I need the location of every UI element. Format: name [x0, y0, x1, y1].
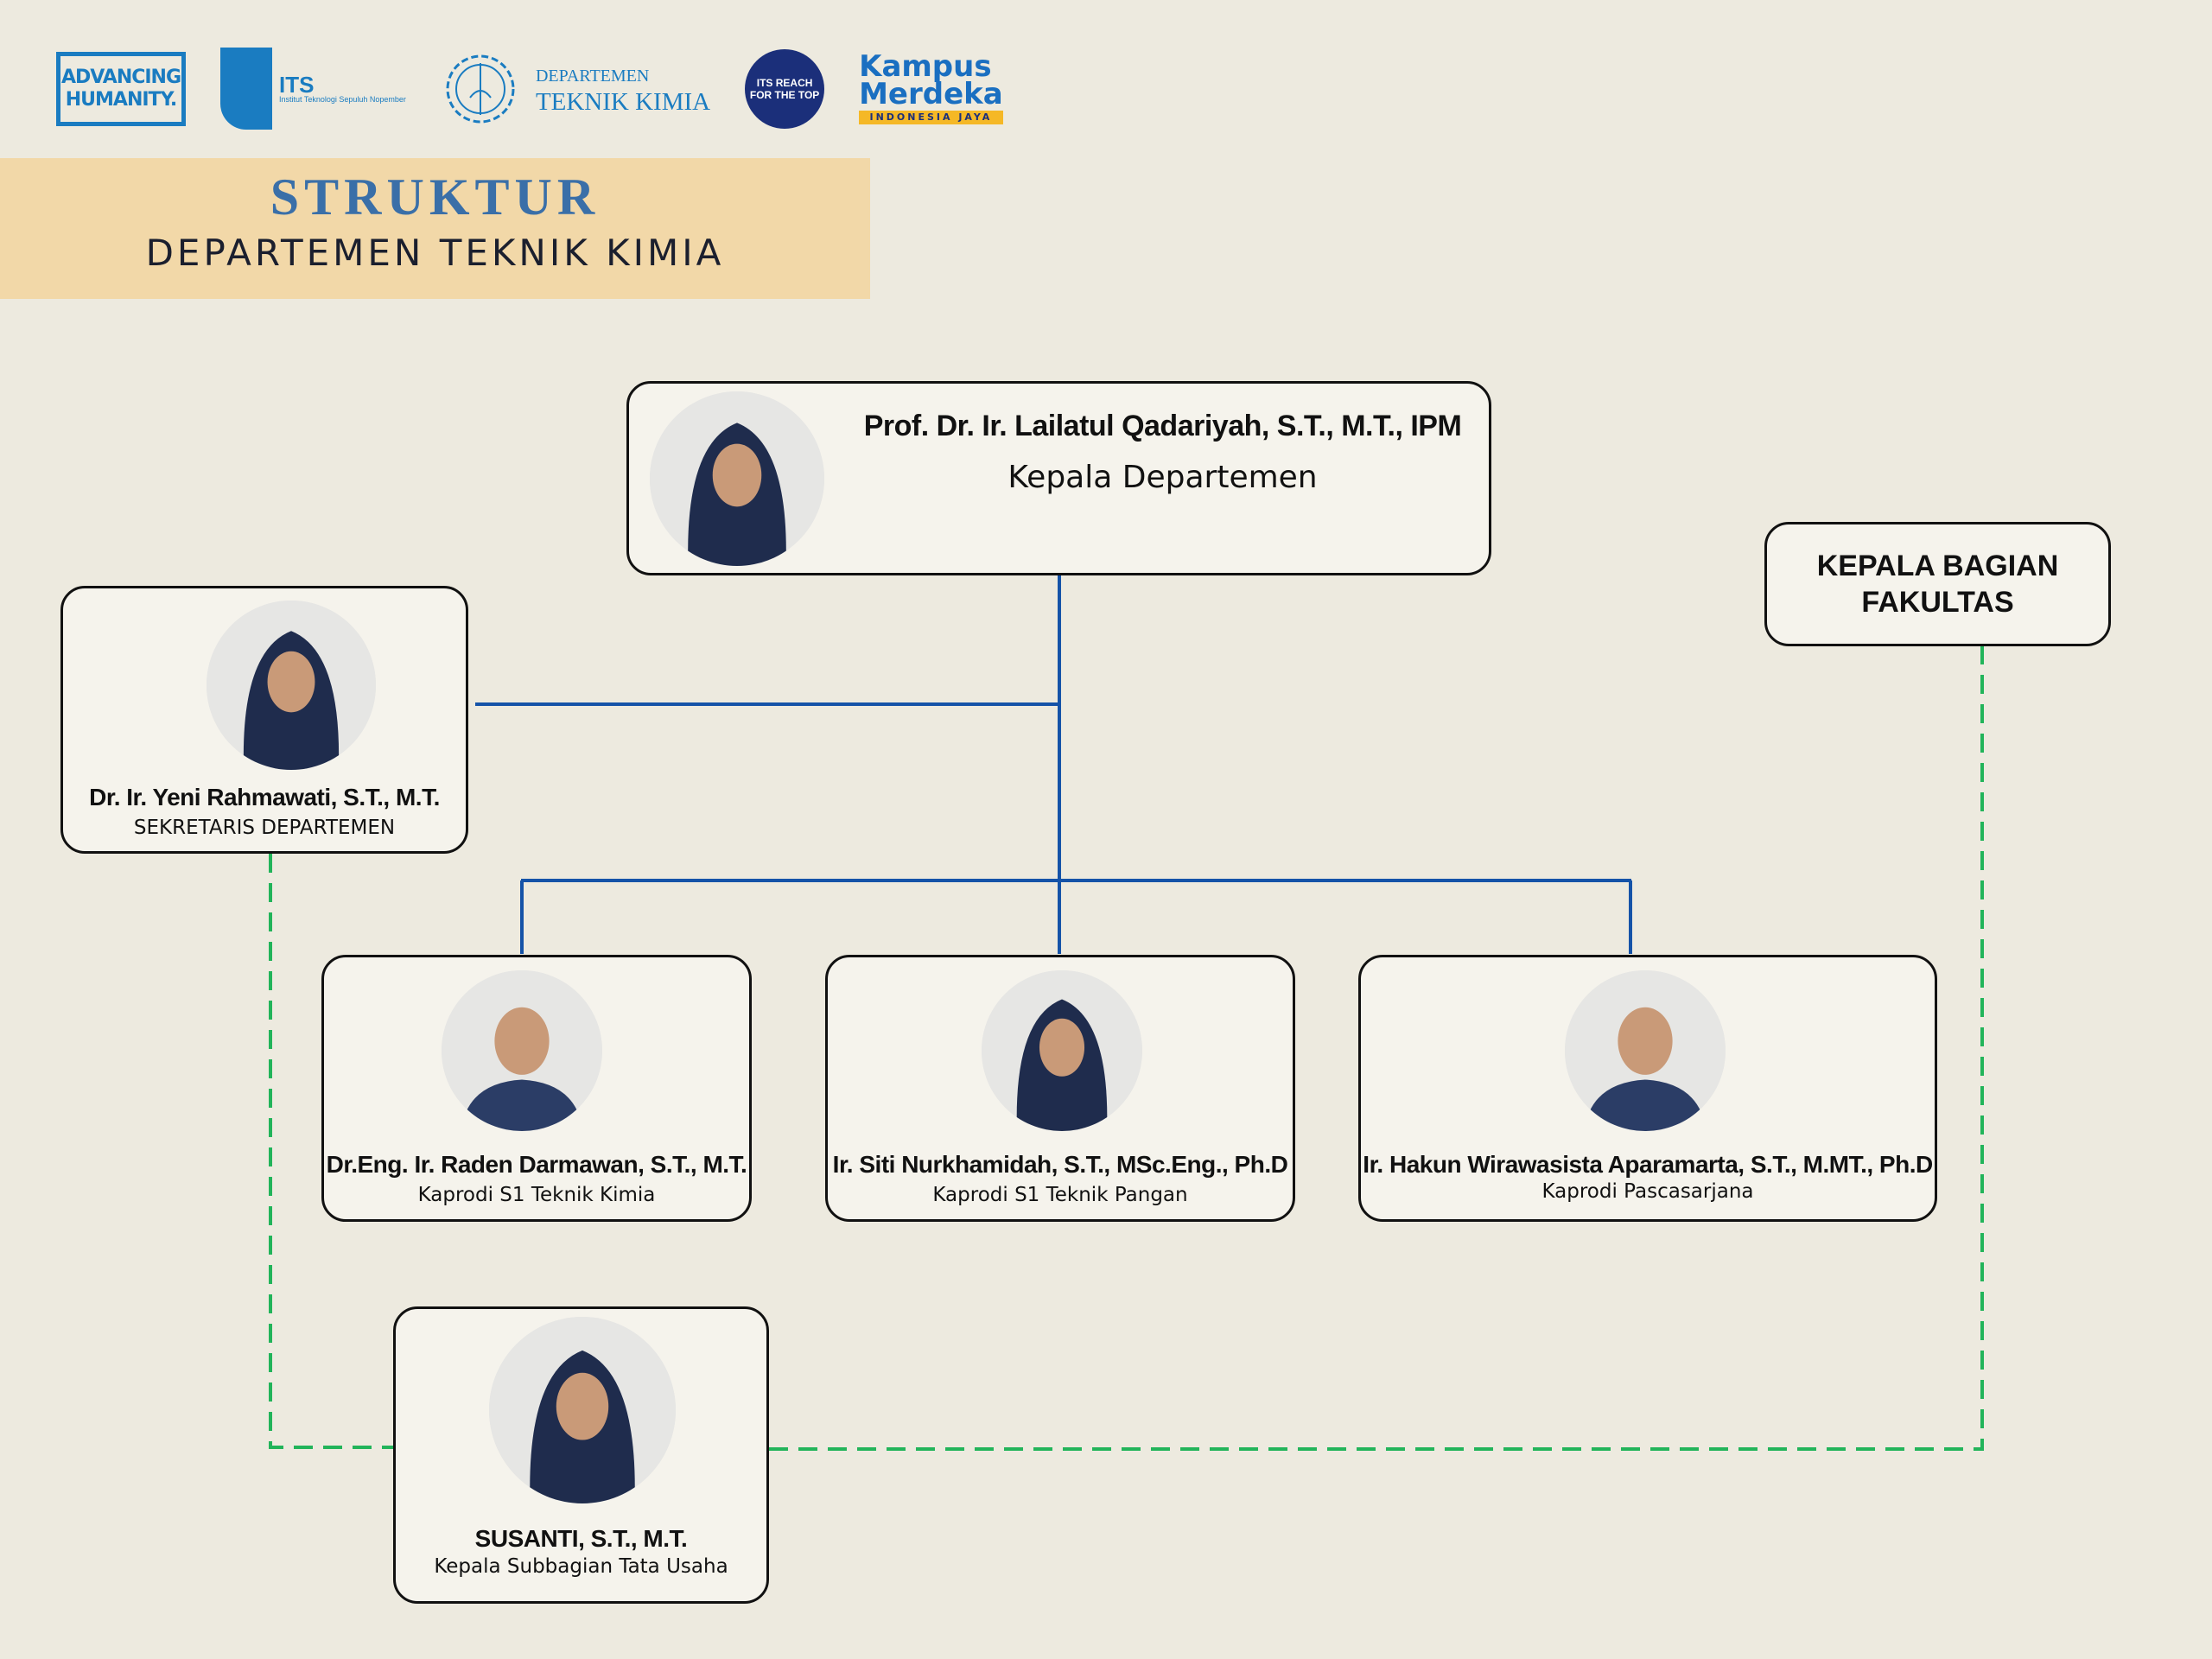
portrait-icon [207, 601, 376, 770]
banner-title: STRUKTUR [270, 168, 601, 226]
kaprodi-card: Ir. Hakun Wirawasista Aparamarta, S.T., … [1358, 955, 1937, 1222]
head-card: Prof. Dr. Ir. Lailatul Qadariyah, S.T., … [626, 381, 1491, 575]
tata-usaha-card: SUSANTI, S.T., M.T. Kepala Subbagian Tat… [393, 1306, 769, 1604]
kaprodi-photo [442, 970, 602, 1131]
head-name: Prof. Dr. Ir. Lailatul Qadariyah, S.T., … [863, 410, 1462, 442]
kaprodi-card: Dr.Eng. Ir. Raden Darmawan, S.T., M.T. K… [321, 955, 752, 1222]
kaprodi-photo [982, 970, 1142, 1131]
kaprodi-name: Ir. Hakun Wirawasista Aparamarta, S.T., … [1363, 1151, 1933, 1178]
head-role: Kepala Departemen [1007, 460, 1318, 495]
logo-text: HUMANITY. [65, 88, 177, 111]
kaprodi-role: Kaprodi S1 Teknik Kimia [417, 1184, 656, 1206]
kaprodi-name: Dr.Eng. Ir. Raden Darmawan, S.T., M.T. [326, 1151, 747, 1178]
kaprodi-photo [1565, 970, 1726, 1131]
logo-text: ITS [279, 72, 315, 98]
logo-text: Kampus [859, 49, 992, 84]
tu-photo [489, 1317, 676, 1503]
kaprodi-name: Ir. Siti Nurkhamidah, S.T., MSc.Eng., Ph… [832, 1151, 1288, 1178]
logo-text: Merdeka [859, 77, 1003, 111]
logo-text: INDONESIA JAYA [859, 111, 1003, 124]
kabag-line: KEPALA BAGIAN [1816, 550, 2059, 582]
secretary-card: Dr. Ir. Yeni Rahmawati, S.T., M.T. SEKRE… [60, 586, 468, 854]
logo-text: Institut Teknologi Sepuluh Nopember [279, 95, 406, 104]
tu-name: SUSANTI, S.T., M.T. [474, 1525, 688, 1552]
tu-role: Kepala Subbagian Tata Usaha [434, 1555, 728, 1578]
portrait-icon [982, 970, 1142, 1131]
portrait-icon [650, 391, 824, 566]
dashed-connector [769, 646, 1984, 1451]
title-banner: STRUKTUR DEPARTEMEN TEKNIK KIMIA [0, 158, 870, 299]
secretary-name: Dr. Ir. Yeni Rahmawati, S.T., M.T. [89, 784, 440, 810]
secretary-role: SEKRETARIS DEPARTEMEN [133, 817, 396, 839]
portrait-icon [442, 970, 602, 1131]
kabag-line: FAKULTAS [1861, 586, 2014, 619]
logo-text: TEKNIK KIMIA [535, 87, 711, 116]
secretary-photo [207, 601, 376, 770]
logo-text: ADVANCING [60, 66, 181, 88]
logo-text: DEPARTEMEN [535, 66, 650, 86]
kaprodi-card: Ir. Siti Nurkhamidah, S.T., MSc.Eng., Ph… [825, 955, 1295, 1222]
head-photo [650, 391, 824, 566]
kaprodi-role: Kaprodi S1 Teknik Pangan [932, 1184, 1188, 1206]
banner-subtitle: DEPARTEMEN TEKNIK KIMIA [145, 232, 725, 274]
kaprodi-role: Kaprodi Pascasarjana [1541, 1180, 1754, 1203]
reach-for-the-top-logo: ITS REACH FOR THE TOP [745, 48, 825, 129]
gear-emblem-icon [446, 54, 515, 123]
portrait-icon [1565, 970, 1726, 1131]
logo-text: ITS REACH FOR THE TOP [749, 76, 820, 101]
dashed-connector [269, 854, 393, 1449]
kepala-bagian-card: KEPALA BAGIAN FAKULTAS [1764, 522, 2111, 646]
portrait-icon [489, 1317, 676, 1503]
